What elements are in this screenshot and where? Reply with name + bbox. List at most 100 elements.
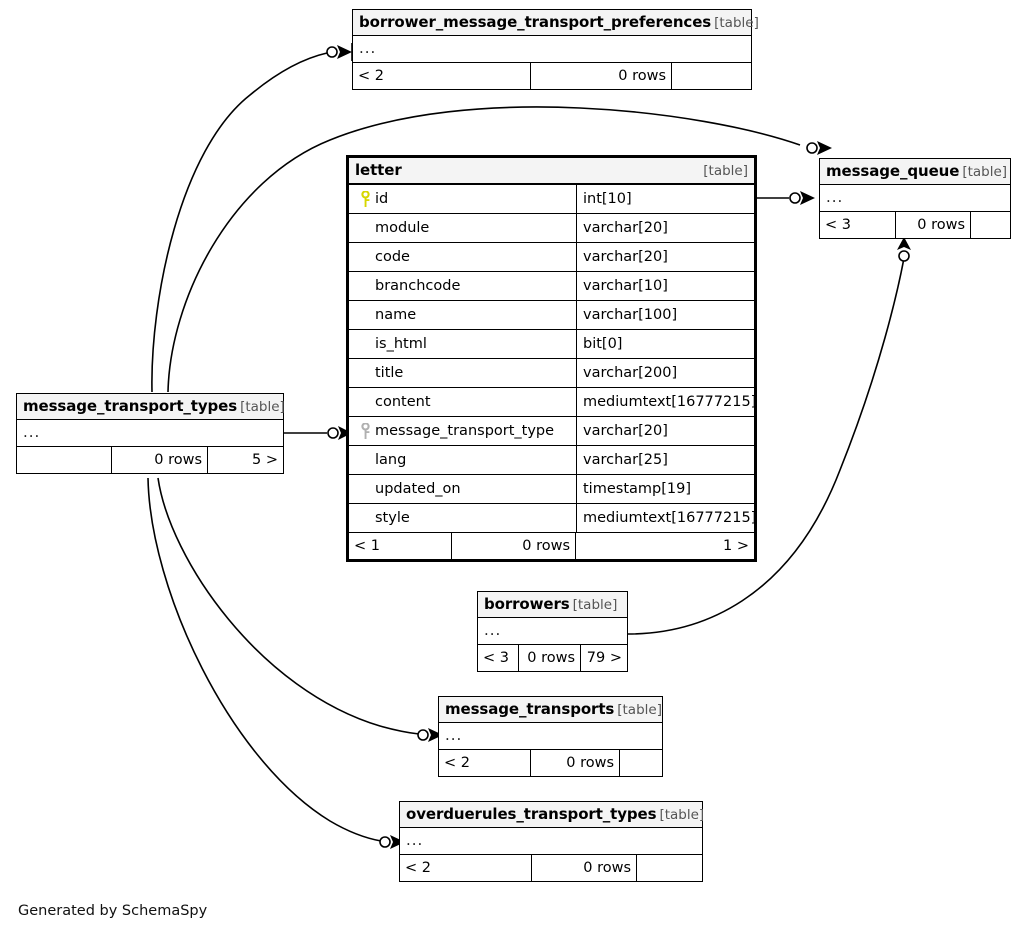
table-row[interactable]: updated_on timestamp[19]	[349, 475, 754, 504]
table-overduerules-transport-types[interactable]: overduerules_transport_types [table] ...…	[399, 801, 705, 882]
table-body-ellipsis: ...	[353, 36, 751, 63]
column-name: style	[375, 510, 410, 526]
table-header: letter [table]	[349, 158, 754, 185]
footer-row-count: 0 rows	[519, 645, 581, 671]
column-name-cell: branchcode	[349, 272, 577, 300]
table-title: borrower_message_transport_preferences	[359, 13, 712, 31]
table-footer: < 2 0 rows	[439, 750, 662, 776]
table-row[interactable]: name varchar[100]	[349, 301, 754, 330]
table-body-ellipsis: ...	[17, 420, 283, 447]
table-kind-label: [table]	[659, 807, 705, 823]
footer-children-count	[971, 212, 1010, 238]
column-name-cell: updated_on	[349, 475, 577, 503]
table-message-queue[interactable]: message_queue [table] ... < 3 0 rows	[819, 158, 1011, 239]
table-row[interactable]: branchcode varchar[10]	[349, 272, 754, 301]
footer-row-count: 0 rows	[531, 63, 672, 89]
footer-parents-count: < 2	[439, 750, 531, 776]
column-name: branchcode	[375, 278, 461, 294]
column-name-cell: module	[349, 214, 577, 242]
table-body-ellipsis: ...	[439, 723, 662, 750]
table-row[interactable]: content mediumtext[16777215]	[349, 388, 756, 417]
footer-children-count	[672, 63, 751, 89]
column-type: int[10]	[583, 191, 632, 207]
table-footer: < 2 0 rows	[400, 855, 702, 881]
column-name-cell: code	[349, 243, 577, 271]
footer-row-count: 0 rows	[531, 750, 620, 776]
table-title: message_queue	[826, 162, 960, 180]
footer-children-count: 5 >	[252, 452, 278, 468]
table-header: borrowers [table]	[478, 592, 627, 618]
footer-children-count: 1 >	[723, 538, 749, 554]
column-type: varchar[100]	[583, 307, 678, 323]
table-title: overduerules_transport_types	[406, 805, 657, 823]
table-title: letter	[355, 161, 402, 179]
table-kind-label: [table]	[714, 15, 759, 31]
column-type: varchar[10]	[583, 278, 668, 294]
table-body-ellipsis: ...	[400, 828, 702, 855]
table-header: borrower_message_transport_preferences […	[353, 10, 759, 36]
table-row[interactable]: message_transport_type varchar[20]	[349, 417, 754, 446]
column-name: is_html	[375, 336, 427, 352]
column-name: module	[375, 220, 430, 236]
column-type: varchar[20]	[583, 220, 668, 236]
table-kind-label: [table]	[240, 399, 285, 415]
table-title: borrowers	[484, 595, 570, 613]
table-row[interactable]: id int[10]	[349, 185, 754, 214]
table-message-transport-types[interactable]: message_transport_types [table] ... 0 ro…	[16, 393, 285, 474]
column-name-cell: is_html	[349, 330, 577, 358]
column-name: id	[375, 191, 389, 207]
footer-children-count: 79 >	[586, 650, 622, 666]
table-footer: < 2 0 rows	[353, 63, 751, 89]
footer-parents-count: < 1	[349, 533, 452, 559]
foreign-key-icon	[355, 422, 375, 440]
table-kind-label: [table]	[962, 164, 1008, 180]
table-kind-label: [table]	[703, 163, 748, 179]
table-kind-label: [table]	[617, 702, 662, 718]
table-footer: 0 rows 5 >	[17, 447, 283, 473]
column-name-cell: lang	[349, 446, 577, 474]
footer-parents-count	[17, 447, 112, 473]
table-row[interactable]: code varchar[20]	[349, 243, 754, 272]
column-list: id int[10] module varchar[20] code varch…	[349, 185, 757, 533]
column-name: name	[375, 307, 417, 323]
table-header: message_transport_types [table]	[17, 394, 285, 420]
column-name: updated_on	[375, 481, 461, 497]
table-row[interactable]: module varchar[20]	[349, 214, 754, 243]
footer-row-count: 0 rows	[896, 212, 971, 238]
table-header: message_transports [table]	[439, 697, 662, 723]
column-name: content	[375, 394, 431, 410]
table-row[interactable]: style mediumtext[16777215]	[349, 504, 757, 533]
footer-parents-count: < 2	[353, 63, 531, 89]
table-header: overduerules_transport_types [table]	[400, 802, 705, 828]
column-name: lang	[375, 452, 407, 468]
footer-parents-count: < 3	[820, 212, 896, 238]
column-type: mediumtext[16777215]	[583, 510, 757, 526]
footer-parents-count: < 2	[400, 855, 532, 881]
footer-row-count: 0 rows	[452, 533, 576, 559]
footer-row-count: 0 rows	[112, 447, 208, 473]
table-footer: < 3 0 rows 79 >	[478, 645, 627, 671]
footer-row-count: 0 rows	[532, 855, 637, 881]
column-name: message_transport_type	[375, 423, 555, 439]
primary-key-icon	[355, 190, 375, 208]
table-row[interactable]: lang varchar[25]	[349, 446, 754, 475]
footer-children-count	[620, 750, 662, 776]
table-borrowers[interactable]: borrowers [table] ... < 3 0 rows 79 >	[477, 591, 628, 672]
column-name-cell: content	[349, 388, 577, 416]
table-borrower-message-transport-preferences[interactable]: borrower_message_transport_preferences […	[352, 9, 759, 90]
table-letter[interactable]: letter [table] id int[10]	[346, 155, 757, 562]
column-type: varchar[25]	[583, 452, 668, 468]
table-footer: < 3 0 rows	[820, 212, 1010, 238]
table-row[interactable]: is_html bit[0]	[349, 330, 754, 359]
table-row[interactable]: title varchar[200]	[349, 359, 754, 388]
column-type: timestamp[19]	[583, 481, 691, 497]
table-title: message_transports	[445, 700, 615, 718]
footer-children-count	[637, 855, 702, 881]
footer-parents-count: < 3	[478, 645, 519, 671]
column-name-cell: id	[349, 185, 577, 213]
column-name: code	[375, 249, 410, 265]
table-header: message_queue [table]	[820, 159, 1010, 185]
table-footer: < 1 0 rows 1 >	[349, 533, 754, 559]
table-message-transports[interactable]: message_transports [table] ... < 2 0 row…	[438, 696, 663, 777]
